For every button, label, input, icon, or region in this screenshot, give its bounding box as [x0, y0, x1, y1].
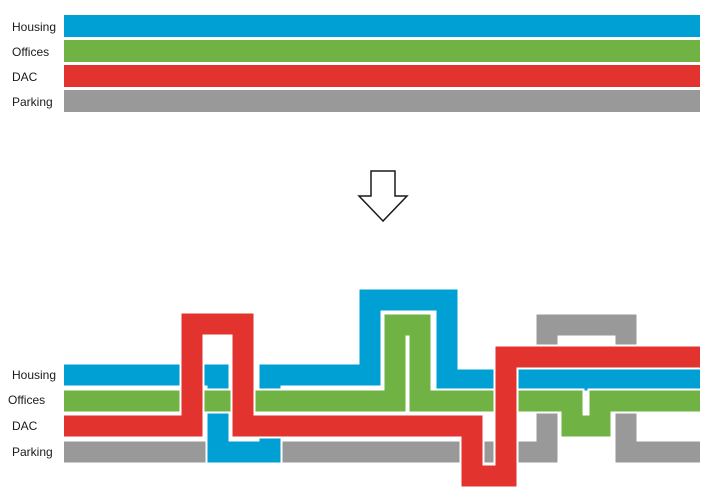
bottom-label-parking: Parking — [12, 445, 53, 459]
bottom-label-offices: Offices — [8, 393, 45, 407]
top-band-housing — [64, 15, 700, 37]
woven-band-dac — [64, 313, 700, 487]
down-arrow-icon — [357, 170, 409, 223]
top-label-offices: Offices — [12, 45, 49, 59]
bottom-label-dac: DAC — [12, 419, 38, 433]
separated-layers: Housing Offices DAC Parking — [12, 15, 700, 112]
bottom-label-housing: Housing — [12, 368, 56, 382]
top-band-offices — [64, 40, 700, 62]
top-label-dac: DAC — [12, 70, 38, 84]
interwoven-layers: Housing Offices DAC Parking — [8, 287, 700, 489]
top-band-parking — [64, 90, 700, 112]
top-band-dac — [64, 65, 700, 87]
top-label-housing: Housing — [12, 20, 56, 34]
top-label-parking: Parking — [12, 95, 53, 109]
